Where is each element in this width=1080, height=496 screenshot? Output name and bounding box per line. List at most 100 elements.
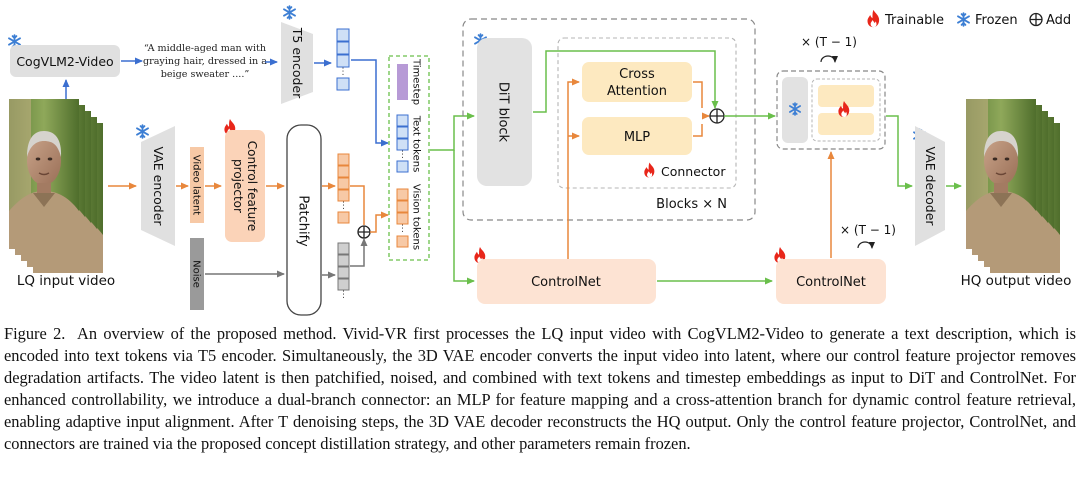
hq-output-label: HQ output video: [961, 273, 1072, 289]
mlp-block: [582, 117, 692, 155]
projector-label-line-2: projector: [231, 159, 245, 213]
t5-encoder-label: T5 encoder: [290, 27, 305, 99]
text-token: [396, 114, 409, 127]
trainable-flame-icon: [644, 162, 655, 178]
cross-attention-block: [582, 62, 692, 102]
arrow-text-tokens-to-input: [351, 59, 389, 147]
video-frame: [9, 99, 79, 249]
cogvlm-block: [10, 45, 120, 77]
vae-decoder-block: [915, 126, 945, 246]
text-prompt: “A middle-aged man with graying hair, dr…: [143, 43, 267, 80]
text-token: [336, 77, 350, 91]
arrow-tokens-to-dit: [430, 112, 475, 151]
vision-token: [337, 177, 350, 190]
token-ellipsis: ⋮: [398, 150, 407, 160]
step-connector-container: [811, 78, 881, 142]
dit-block-label: DiT block: [496, 82, 511, 143]
figure-caption: Figure 2. An overview of the proposed me…: [4, 323, 1076, 454]
vision-token: [396, 212, 409, 225]
cogvlm-label: CogVLM2-Video: [16, 54, 113, 69]
legend-add: Add: [1046, 13, 1071, 28]
text-token: [396, 160, 409, 173]
line-mlp-to-add: [693, 124, 703, 137]
method-diagram: Trainable Frozen Add CogVLM2-Video “A mi…: [8, 5, 1072, 316]
patchify-block: [286, 124, 322, 316]
repeat-bottom-icon: [857, 241, 875, 249]
video-frame: [966, 99, 1036, 249]
vision-token: [337, 165, 350, 178]
noise-token: [337, 278, 350, 291]
patchify-label: Patchify: [296, 195, 311, 247]
noise-label: Noise: [191, 260, 202, 288]
text-token: [336, 41, 350, 55]
caption-text: An overview of the proposed method. Vivi…: [4, 324, 1077, 453]
line-cross-attn-to-add: [693, 81, 703, 108]
lq-input-label: LQ input video: [17, 273, 115, 289]
noise-token-column: ⋮: [337, 242, 350, 300]
vae-encoder-label: VAE encoder: [151, 146, 166, 226]
vae-decoder-label: VAE decoder: [923, 146, 938, 226]
legend-frozen: Frozen: [975, 13, 1018, 28]
text-token: [396, 138, 409, 151]
vision-token-column: ⋮: [337, 153, 350, 224]
denoising-step-container: [776, 70, 886, 150]
prompt-line-2: graying hair, dressed in a: [143, 56, 267, 67]
vision-token: [396, 235, 409, 248]
projector-label-line-1: Control feature: [245, 141, 259, 232]
noise-token: [337, 266, 350, 279]
vision-token: [396, 200, 409, 213]
controlnet-right-block: [776, 259, 886, 304]
add-icon-cross: [1030, 13, 1042, 26]
blocks-container: [462, 18, 756, 221]
caption-label: Figure 2.: [4, 324, 66, 343]
vision-token: [396, 188, 409, 201]
frozen-snowflake-icon: [957, 12, 970, 27]
token-ellipsis: ⋮: [398, 224, 407, 234]
text-tokens-label: Text tokens: [411, 115, 422, 173]
step-cross-attention-block: [818, 85, 874, 107]
noise-token: [337, 254, 350, 267]
arrow-dit-to-add: [533, 50, 719, 113]
timestep-token: [397, 64, 408, 100]
repeat-bottom-label: × (T − 1): [840, 223, 896, 237]
token-ellipsis: ⋮: [339, 201, 348, 211]
controlnet-left-block: [477, 259, 656, 304]
text-token: [396, 126, 409, 139]
arrow-tokens-to-controlnet: [453, 150, 475, 285]
legend: Trainable Frozen Add: [867, 9, 1071, 28]
connector-label: Connector: [661, 164, 726, 179]
line-noise-to-add: [350, 238, 368, 267]
control-feature-projector-block: [225, 130, 265, 242]
step-mlp-block: [818, 113, 874, 135]
noise-block: [190, 238, 204, 310]
text-token: [336, 28, 350, 42]
arrow-step-to-vae-decoder: [886, 115, 913, 190]
vision-token: [337, 189, 350, 202]
legend-trainable: Trainable: [884, 13, 944, 28]
vae-encoder-block: [141, 126, 175, 246]
noise-token: [337, 242, 350, 255]
input-text-tokens: ⋮: [396, 114, 409, 173]
token-ellipsis: ⋮: [339, 67, 348, 77]
arrow-controlnet-to-cross-attn: [567, 78, 580, 260]
input-vision-tokens: ⋮: [396, 188, 409, 248]
line-vision-to-add: [350, 185, 365, 225]
prompt-line-3: beige sweater ....”: [161, 69, 250, 80]
repeat-top-label: × (T − 1): [801, 35, 857, 49]
vision-token: [337, 153, 350, 166]
frozen-snowflake-icon: [283, 5, 296, 20]
hq-output-video: [966, 99, 1060, 273]
arrow-add-to-vision-tokens: [370, 211, 389, 233]
vision-token: [337, 211, 350, 224]
dit-block: [477, 38, 532, 186]
blocks-repeat-label: Blocks × N: [656, 197, 727, 212]
frozen-snowflake-icon: [136, 124, 149, 139]
prompt-line-1: “A middle-aged man with: [144, 43, 266, 54]
controlnet-right-label: ControlNet: [796, 275, 866, 290]
cross-attention-label-line-2: Attention: [607, 84, 667, 99]
add-node-cross: [358, 226, 370, 238]
video-latent-block: [190, 147, 204, 223]
repeat-top-icon: [820, 55, 838, 63]
text-token-column: ⋮: [336, 28, 350, 91]
